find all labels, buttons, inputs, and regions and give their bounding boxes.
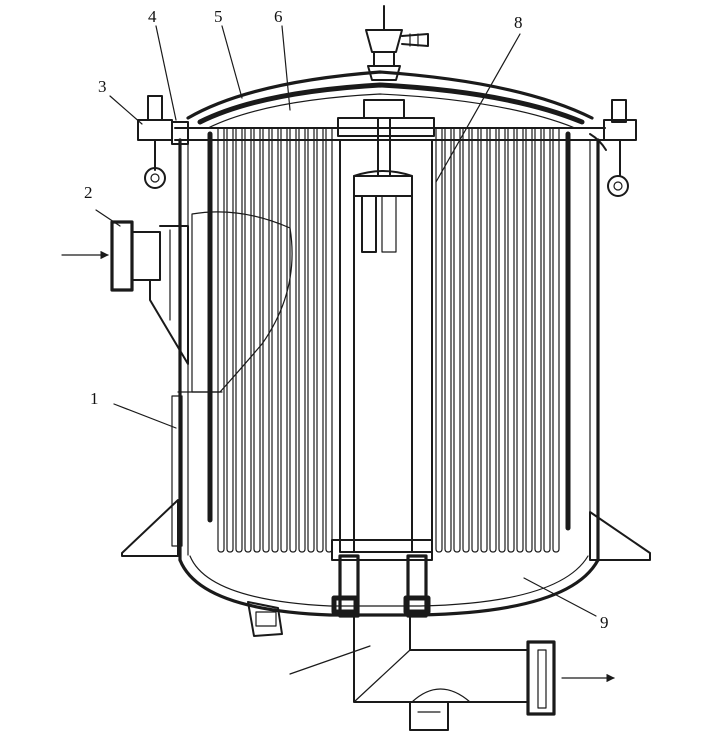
- drain-plug-bottom: [409, 701, 449, 731]
- vent-valve: [365, 5, 429, 81]
- filter-tube: [516, 127, 524, 553]
- label-9: 9: [600, 613, 609, 632]
- filter-tube: [435, 127, 443, 553]
- filter-tube: [262, 127, 270, 553]
- filter-tube: [271, 127, 279, 553]
- central-tube: [331, 99, 435, 618]
- filter-tube: [453, 127, 461, 553]
- filter-tube: [525, 127, 533, 553]
- filter-tube: [534, 127, 542, 553]
- cutaway-window: [171, 211, 293, 547]
- label-4: 4: [148, 7, 157, 26]
- filter-tube: [307, 127, 315, 553]
- label-3: 3: [98, 77, 107, 96]
- label-1: 1: [90, 389, 99, 408]
- outlet-pipe: [353, 615, 615, 716]
- label-8: 8: [514, 13, 523, 32]
- filter-tube: [235, 127, 243, 553]
- leader-lines: [95, 25, 597, 675]
- filter-tube: [289, 127, 297, 553]
- filter-tube: [298, 127, 306, 553]
- filter-tube: [462, 127, 470, 553]
- filter-tube: [507, 127, 515, 553]
- inlet-nozzle: [61, 220, 189, 365]
- label-6: 6: [274, 7, 283, 26]
- filter-tube: [226, 127, 234, 553]
- clamp-bolt-right: [589, 99, 637, 197]
- filter-tube: [280, 127, 288, 553]
- filter-elements: [217, 127, 560, 553]
- filter-tube: [316, 127, 324, 553]
- filter-tube: [253, 127, 261, 553]
- filter-tube: [444, 127, 452, 553]
- clamp-bolt-left: [137, 95, 189, 189]
- filter-tube: [244, 127, 252, 553]
- inner-liner: [207, 131, 571, 531]
- filter-tube: [489, 127, 497, 553]
- filter-tube: [552, 127, 560, 553]
- label-2: 2: [84, 183, 93, 202]
- drain-plug-left: [247, 601, 283, 637]
- callout-labels: 1 2 3 4 5 6 8 9: [84, 7, 609, 632]
- filter-tube: [325, 127, 333, 553]
- label-5: 5: [214, 7, 223, 26]
- filter-tube: [217, 127, 225, 553]
- filter-tube: [498, 127, 506, 553]
- filter-tube: [471, 127, 479, 553]
- filter-tube: [543, 127, 551, 553]
- filter-tube: [480, 127, 488, 553]
